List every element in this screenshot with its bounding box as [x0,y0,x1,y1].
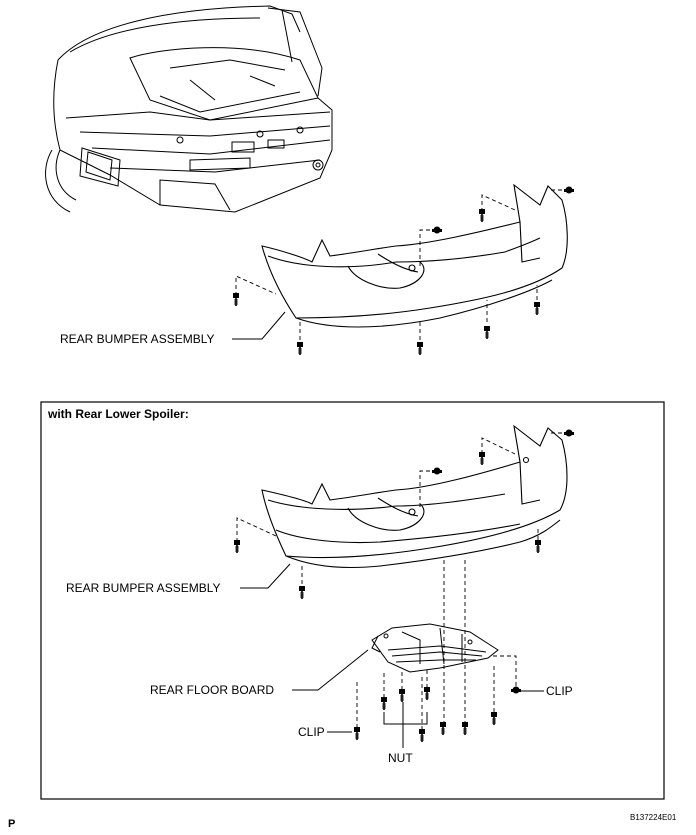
inset-title: with Rear Lower Spoiler: [47,407,189,421]
floor-board-label: REAR FLOOR BOARD [150,683,274,697]
nut-leader [383,702,428,748]
top-fasteners [232,186,574,356]
inset-bumper-fasteners [233,429,574,722]
top-bumper-leader [232,311,286,340]
floor-board-leader [292,649,369,691]
rear-bumper-inset [261,424,568,569]
clip-left-label: CLIP [298,725,325,739]
inset-bumper-label: REAR BUMPER ASSEMBLY [66,581,221,595]
rear-bumper-top [261,183,568,328]
nut-label: NUT [388,751,413,765]
car-body-illustration [45,5,333,213]
figure-code: B137224E01 [630,813,677,822]
top-bumper-label: REAR BUMPER ASSEMBLY [60,332,215,346]
inset-frame [40,401,665,800]
inset-bumper-leader [240,563,291,589]
floor-board-fasteners [353,655,521,743]
rear-floor-board [371,623,499,673]
clip-right-label: CLIP [546,684,573,698]
page-letter: P [8,818,15,830]
